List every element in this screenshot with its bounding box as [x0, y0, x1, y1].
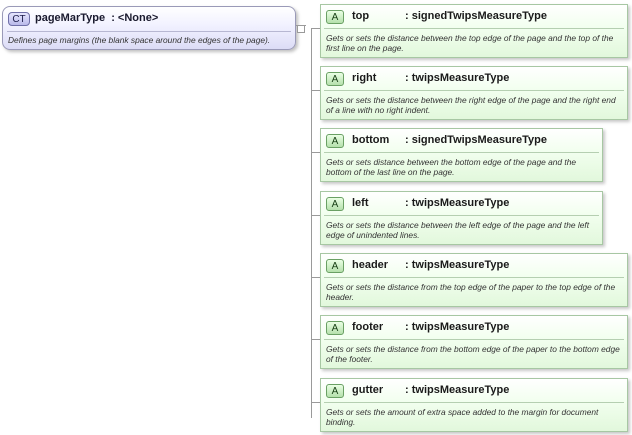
attribute-type: : twipsMeasureType [405, 72, 510, 84]
attribute-name: gutter [352, 384, 384, 396]
branch-line [311, 28, 320, 29]
attribute-description: Gets or sets the amount of extra space a… [326, 407, 599, 427]
complex-type-badge: CT [8, 12, 30, 26]
attribute-badge: A [326, 197, 344, 211]
attribute-separator [324, 339, 624, 340]
attribute-footer: A footer : twipsMeasureType Gets or sets… [320, 315, 628, 369]
branch-line [311, 339, 320, 340]
attribute-type: : twipsMeasureType [405, 384, 510, 396]
attribute-description: Gets or sets the distance between the ri… [326, 95, 616, 115]
attribute-name: footer [352, 321, 384, 333]
branch-line [311, 152, 320, 153]
attribute-type: : signedTwipsMeasureType [405, 134, 548, 146]
attribute-gutter: A gutter : twipsMeasureType Gets or sets… [320, 378, 628, 432]
attribute-type: : twipsMeasureType [405, 321, 510, 333]
attribute-name: left [352, 197, 369, 209]
attribute-badge: A [326, 321, 344, 335]
attribute-description: Gets or sets the distance from the top e… [326, 282, 616, 302]
attribute-badge: A [326, 259, 344, 273]
branch-line [311, 277, 320, 278]
attribute-separator [324, 28, 624, 29]
attribute-left: A left : twipsMeasureType Gets or sets t… [320, 191, 603, 245]
branch-line [311, 215, 320, 216]
attribute-bottom: A bottom : signedTwipsMeasureType Gets o… [320, 128, 603, 182]
attribute-badge: A [326, 384, 344, 398]
attribute-separator [324, 90, 624, 91]
complex-type-box: CT pageMarType : <None> Defines page mar… [2, 6, 296, 50]
attribute-name: header [352, 259, 389, 271]
complex-type-separator [7, 31, 291, 32]
attribute-name: bottom [352, 134, 390, 146]
attribute-type: : twipsMeasureType [405, 197, 510, 209]
branch-line [311, 90, 320, 91]
attribute-separator [324, 152, 599, 153]
attribute-description: Gets or sets the distance between the le… [326, 220, 590, 240]
attribute-description: Gets or sets distance between the bottom… [326, 157, 577, 177]
attribute-separator [324, 215, 599, 216]
attribute-type: : signedTwipsMeasureType [405, 10, 548, 22]
branch-line [311, 402, 320, 403]
attribute-description: Gets or sets the distance from the botto… [326, 344, 620, 364]
attribute-separator [324, 277, 624, 278]
attribute-badge: A [326, 134, 344, 148]
attribute-separator [324, 402, 624, 403]
attribute-top: A top : signedTwipsMeasureType Gets or s… [320, 4, 628, 58]
attribute-badge: A [326, 72, 344, 86]
attribute-right: A right : twipsMeasureType Gets or sets … [320, 66, 628, 120]
sequence-collapse-toggle[interactable] [297, 25, 305, 33]
attribute-name: right [352, 72, 377, 84]
complex-type-description: Defines page margins (the blank space ar… [8, 35, 271, 45]
attribute-name: top [352, 10, 370, 22]
attribute-header: A header : twipsMeasureType Gets or sets… [320, 253, 628, 307]
complex-type-title: pageMarType : <None> [35, 12, 159, 24]
attribute-description: Gets or sets the distance between the to… [326, 33, 614, 53]
attribute-type: : twipsMeasureType [405, 259, 510, 271]
attribute-spine-line [311, 28, 312, 418]
attribute-badge: A [326, 10, 344, 24]
